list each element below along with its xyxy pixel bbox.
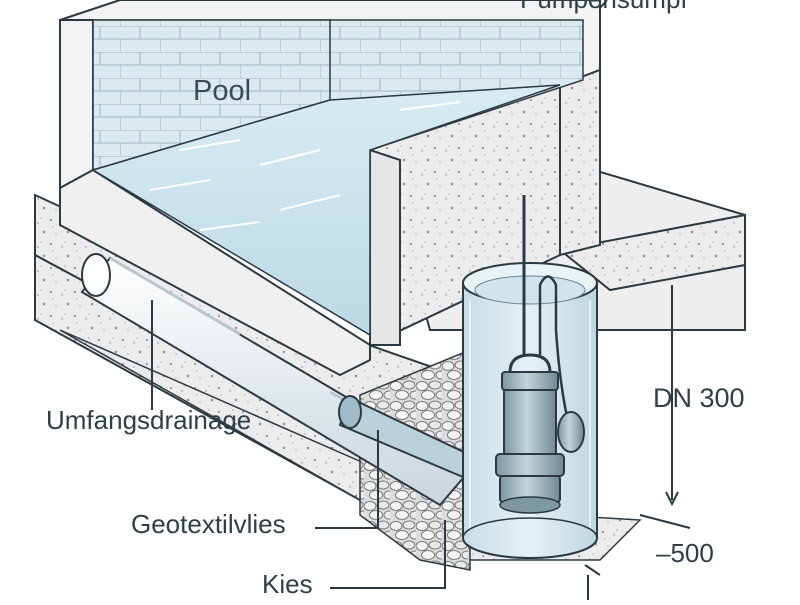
- gravel-label: Kies: [262, 569, 313, 599]
- float-switch: [557, 411, 585, 453]
- dimension-arrow-icon: [665, 491, 679, 507]
- geotextile-label: Geotextilvlies: [131, 509, 286, 539]
- perimeter-drain-pipe: [80, 253, 472, 507]
- perimeter-drain-label: Umfangsdrainage: [46, 405, 252, 435]
- submersible-pump: [495, 195, 585, 514]
- leader-lines: [151, 0, 608, 589]
- leader-gravel: [330, 520, 446, 589]
- pool-water: [91, 84, 561, 337]
- dimension-lines: [584, 285, 691, 600]
- pool-label: Pool: [193, 75, 252, 107]
- pipe-size-label: DN 300: [653, 383, 745, 413]
- depth-label: –500: [656, 538, 714, 568]
- leader-sump: [599, 0, 608, 62]
- leader-geotextile: [315, 430, 379, 529]
- pool-interior: [91, 19, 584, 337]
- sump-label: Pumpensumpf: [520, 0, 688, 12]
